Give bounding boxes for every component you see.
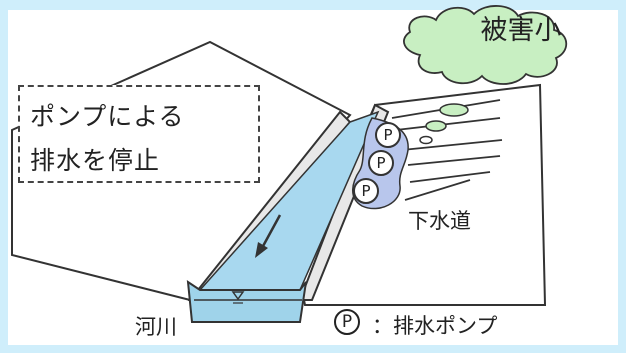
pump-icon: P [368,150,394,176]
puddle-1 [439,103,469,117]
small-damage-label: 被害小 [480,15,562,46]
river-cross-section [186,279,307,323]
damage-cloud [403,5,568,85]
pump-stop-note: ポンプによる 排水を停止 [18,85,260,183]
puddle-2 [425,120,447,132]
water-level-marker [231,291,245,301]
note-line-2: 排水を停止 [30,146,161,175]
pump-icon: P [353,178,379,204]
flow-arrow-head [255,242,268,258]
pump-icon: P [375,122,401,148]
puddle-3 [419,135,433,145]
river-label: 河川 [135,315,177,339]
pump-legend-icon: P [334,309,360,335]
note-line-1: ポンプによる [30,102,185,131]
sewer-label: 下水道 [408,209,471,233]
flow-arrow-shaft [260,214,282,249]
pump-legend-text: ：排水ポンプ [372,314,498,338]
